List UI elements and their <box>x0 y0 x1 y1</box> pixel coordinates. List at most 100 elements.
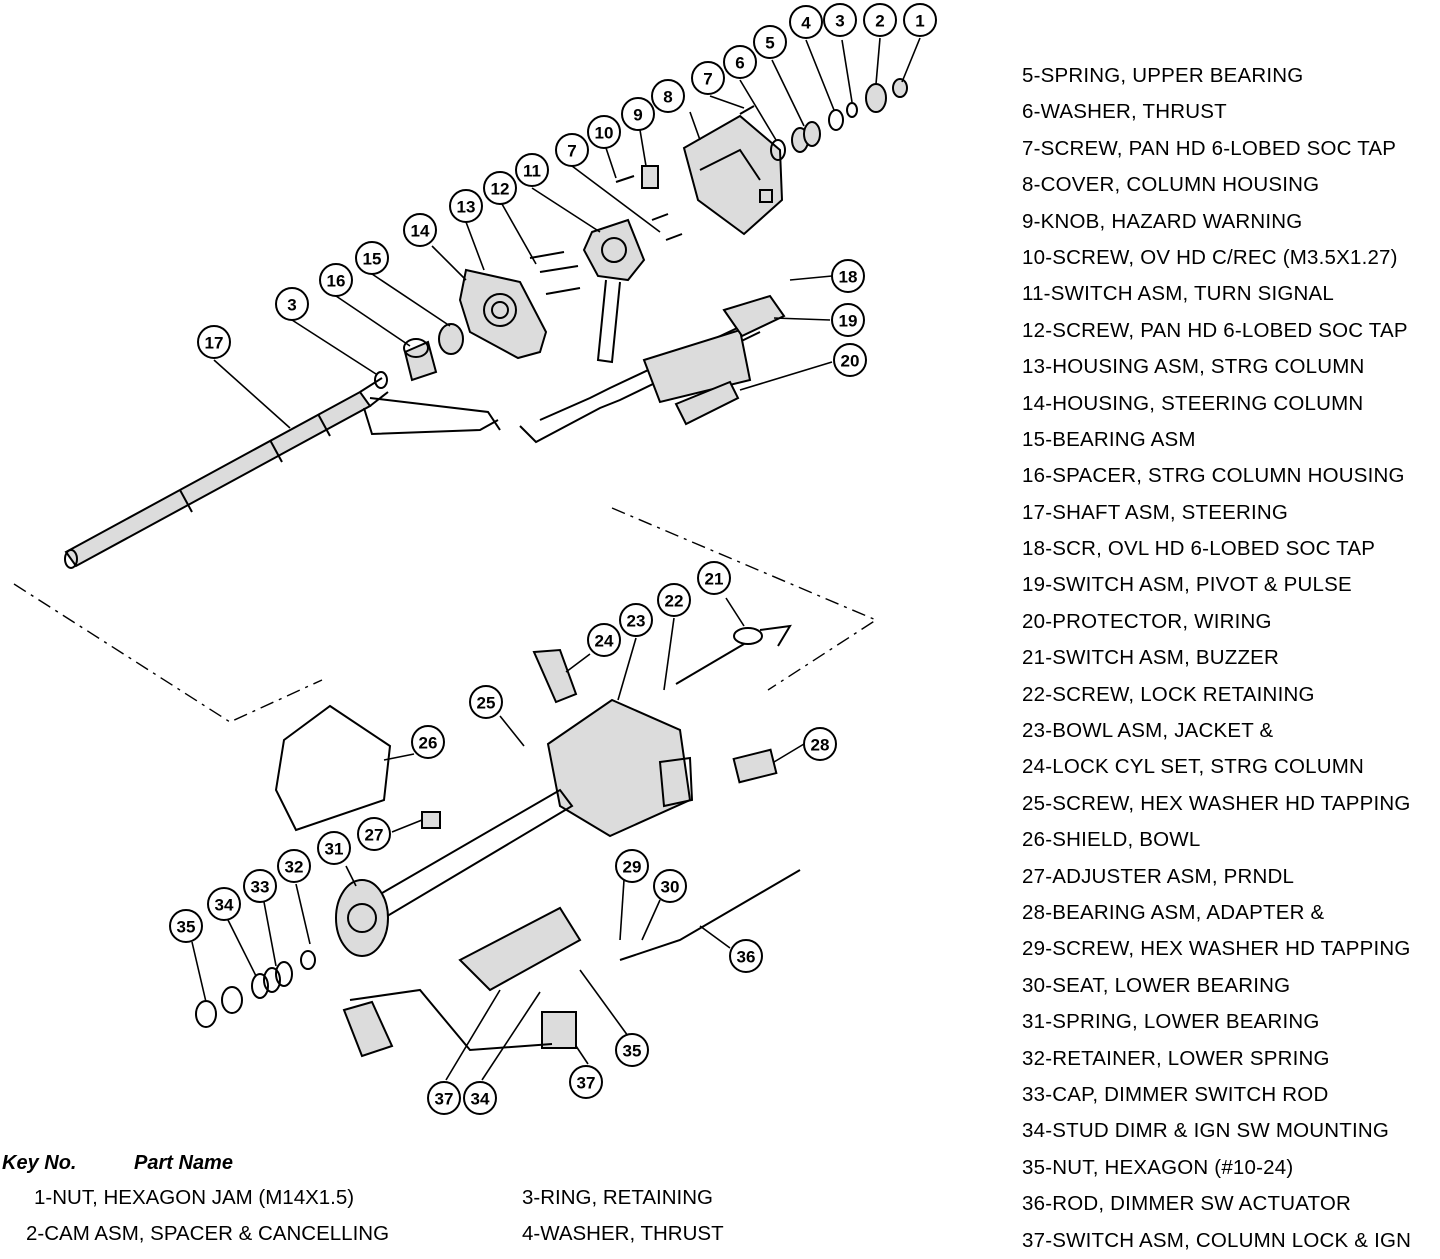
callout-number: 11 <box>523 162 541 181</box>
parts-list-item: 23-BOWL ASM, JACKET & <box>1022 719 1274 743</box>
callout-number: 18 <box>839 268 858 287</box>
jacket-bowl-part <box>368 698 694 920</box>
callout-circle <box>615 849 649 883</box>
callout-bubble: 18 <box>831 259 865 293</box>
callout-number: 2 <box>875 12 884 31</box>
dimmer-rod-part <box>619 869 801 961</box>
bearing-adapter-part <box>335 879 389 957</box>
callout-circle <box>587 623 621 657</box>
callout-number: 8 <box>663 88 672 107</box>
callout-bubble: 33 <box>243 869 277 903</box>
parts-list-item: 15-BEARING ASM <box>1022 427 1196 451</box>
parts-list-item: 14-HOUSING, STEERING COLUMN <box>1022 391 1364 415</box>
callout-circle <box>169 909 203 943</box>
parts-list-item: 20-PROTECTOR, WIRING <box>1022 609 1272 633</box>
callout-circle <box>789 5 823 39</box>
column-housing-part <box>458 268 548 360</box>
parts-list-item: 36-ROD, DIMMER SW ACTUATOR <box>1022 1192 1352 1216</box>
parts-list-item: 7-SCREW, PAN HD 6-LOBED SOC TAP <box>1022 136 1397 160</box>
callout-bubble: 35 <box>169 909 203 943</box>
callout-number: 26 <box>419 734 438 753</box>
bowl-shield-part <box>274 704 392 832</box>
callout-number: 9 <box>633 106 642 125</box>
callout-bubble: 19 <box>831 303 865 337</box>
callout-number: 32 <box>285 858 304 877</box>
callout-bubble: 22 <box>657 583 691 617</box>
callout-bubble: 24 <box>587 623 621 657</box>
callout-bubble: 29 <box>615 849 649 883</box>
spacer-part <box>403 338 438 382</box>
lower-bearing-stack-part <box>195 950 316 1028</box>
callout-circle <box>355 241 389 275</box>
callout-number: 34 <box>215 896 234 915</box>
callout-number: 7 <box>567 142 576 161</box>
parts-list-item: 6-WASHER, THRUST <box>1022 100 1227 124</box>
callout-circle <box>569 1065 603 1099</box>
callout-circle <box>621 97 655 131</box>
callout-circle <box>469 685 503 719</box>
callout-circle <box>823 3 857 37</box>
callout-number: 24 <box>595 632 614 651</box>
callout-circle <box>411 725 445 759</box>
callout-circle <box>449 189 483 223</box>
callout-circle <box>653 869 687 903</box>
callout-circle <box>729 939 763 973</box>
callout-number: 28 <box>811 736 830 755</box>
callout-number: 5 <box>765 34 774 53</box>
parts-list-item: 27-ADJUSTER ASM, PRNDL <box>1022 864 1295 888</box>
callout-bubble: 6 <box>723 45 757 79</box>
callout-circle <box>515 153 549 187</box>
callout-bubble: 12 <box>483 171 517 205</box>
callout-number: 13 <box>457 198 476 217</box>
callout-number: 22 <box>665 592 684 611</box>
parts-list-item: 29-SCREW, HEX WASHER HD TAPPING <box>1022 937 1411 961</box>
callout-number: 19 <box>839 312 858 331</box>
callout-bubble: 15 <box>355 241 389 275</box>
callout-bubble: 11 <box>515 153 549 187</box>
callout-bubble: 28 <box>803 727 837 761</box>
callout-circle <box>691 61 725 95</box>
callout-bubble: 9 <box>621 97 655 131</box>
parts-list-item: 5-SPRING, UPPER BEARING <box>1022 64 1304 87</box>
callout-circle <box>483 171 517 205</box>
parts-list-item: 9-KNOB, HAZARD WARNING <box>1022 209 1303 233</box>
callout-circle <box>555 133 589 167</box>
callout-bubble: 26 <box>411 725 445 759</box>
parts-list-item: 35-NUT, HEXAGON (#10-24) <box>1022 1155 1294 1179</box>
parts-list-item: 28-BEARING ASM, ADAPTER & <box>1022 900 1325 924</box>
callout-number: 30 <box>661 878 680 897</box>
dimmer-cap-part <box>732 748 778 784</box>
callout-number: 37 <box>435 1090 454 1109</box>
callout-number: 6 <box>735 54 744 73</box>
ignition-switch-part <box>342 906 582 1058</box>
bearing-part <box>438 323 464 355</box>
callout-number: 35 <box>623 1042 642 1061</box>
callout-bubble: 31 <box>317 831 351 865</box>
callout-circle <box>619 603 653 637</box>
parts-list-item: 1-NUT, HEXAGON JAM (M14X1.5) <box>34 1186 355 1209</box>
lock-cylinder-part <box>532 648 578 704</box>
callout-bubble: 27 <box>357 817 391 851</box>
alignment-line-upper <box>13 583 323 723</box>
parts-list-item: 3-RING, RETAINING <box>522 1186 713 1209</box>
callout-circle <box>243 869 277 903</box>
callout-number: 29 <box>623 858 642 877</box>
callout-number: 7 <box>703 70 712 89</box>
parts-list-item: 16-SPACER, STRG COLUMN HOUSING <box>1022 464 1405 488</box>
callout-bubbles: 1234567789101112131415163171819202122232… <box>169 3 937 1115</box>
callout-number: 15 <box>363 250 382 269</box>
callout-circle <box>803 727 837 761</box>
key-no-heading: Key No. <box>2 1152 77 1174</box>
steering-shaft-part <box>64 377 389 569</box>
prndl-adjuster-part <box>421 811 441 829</box>
callout-bubble: 10 <box>587 115 621 149</box>
callout-number: 33 <box>251 878 270 897</box>
parts-list-item: 13-HOUSING ASM, STRG COLUMN <box>1022 355 1365 379</box>
callout-number: 12 <box>491 180 510 199</box>
callout-number: 25 <box>477 694 496 713</box>
callout-circle <box>317 831 351 865</box>
alignment-line-right <box>611 507 878 691</box>
screws-12-part <box>529 251 581 295</box>
callout-circle <box>833 343 867 377</box>
parts-list-item: 34-STUD DIMR & IGN SW MOUNTING <box>1022 1119 1390 1143</box>
